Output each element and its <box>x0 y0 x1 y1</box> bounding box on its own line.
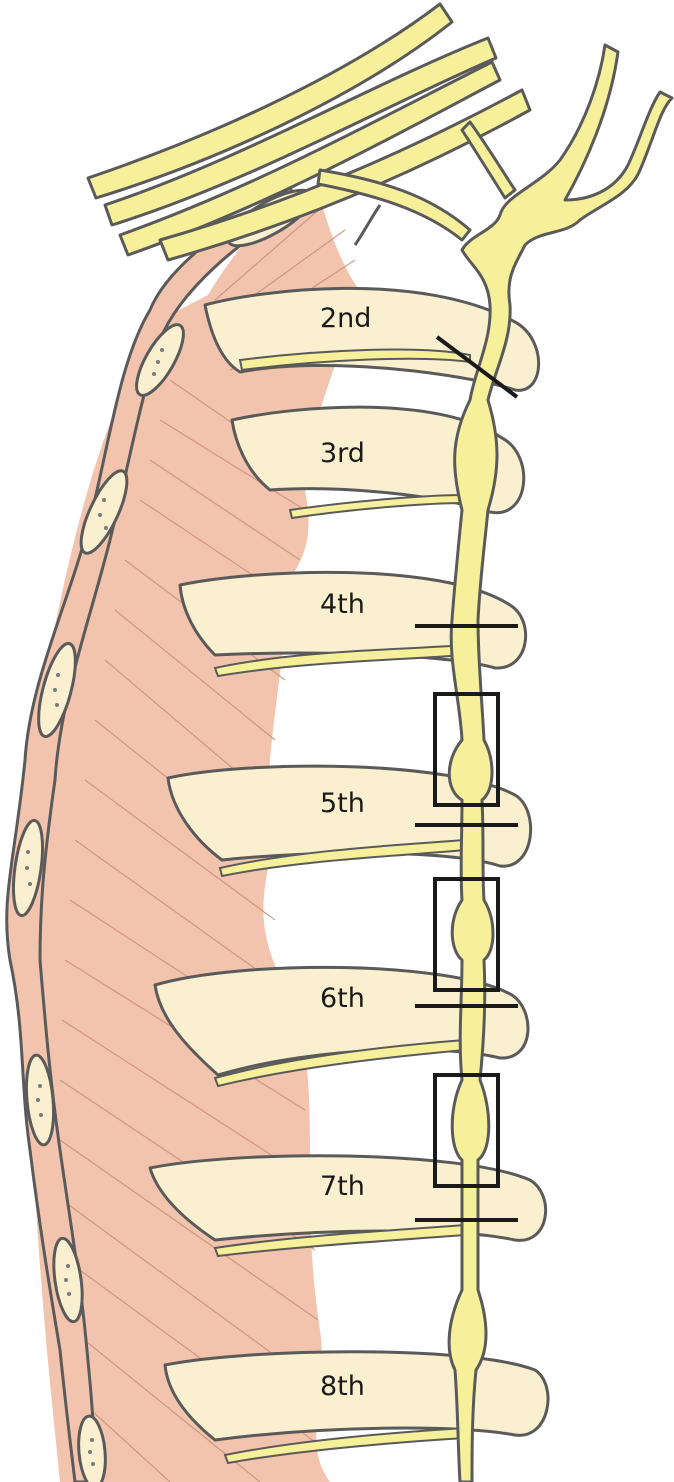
phrenic-branch <box>353 204 382 246</box>
rib-label-3rd: 3rd <box>320 438 365 469</box>
ganglion-box-3 <box>433 1073 500 1188</box>
rib-label-5th: 5th <box>320 788 365 819</box>
cut-marks <box>415 335 519 1222</box>
rib-8 <box>163 1350 550 1442</box>
rib-4 <box>178 570 527 670</box>
ganglion-box-2 <box>433 877 500 992</box>
cut-mark-2nd <box>435 335 519 399</box>
rib-label-2nd: 2nd <box>320 303 371 334</box>
ganglion-box-1 <box>433 692 500 807</box>
rib-label-7th: 7th <box>320 1171 365 1202</box>
ribs <box>148 286 550 1442</box>
costal-margin <box>5 186 314 1482</box>
sympathetic-trunk <box>447 43 674 1482</box>
rib-label-4th: 4th <box>320 589 365 620</box>
brachial-plexus <box>86 2 532 262</box>
rib-3 <box>230 405 526 515</box>
rib-label-6th: 6th <box>320 983 365 1014</box>
rib-labels: 2nd 3rd 4th 5th 6th 7th 8th <box>320 303 371 1402</box>
ganglion-boxes <box>433 692 500 1188</box>
rib-label-8th: 8th <box>320 1371 365 1402</box>
